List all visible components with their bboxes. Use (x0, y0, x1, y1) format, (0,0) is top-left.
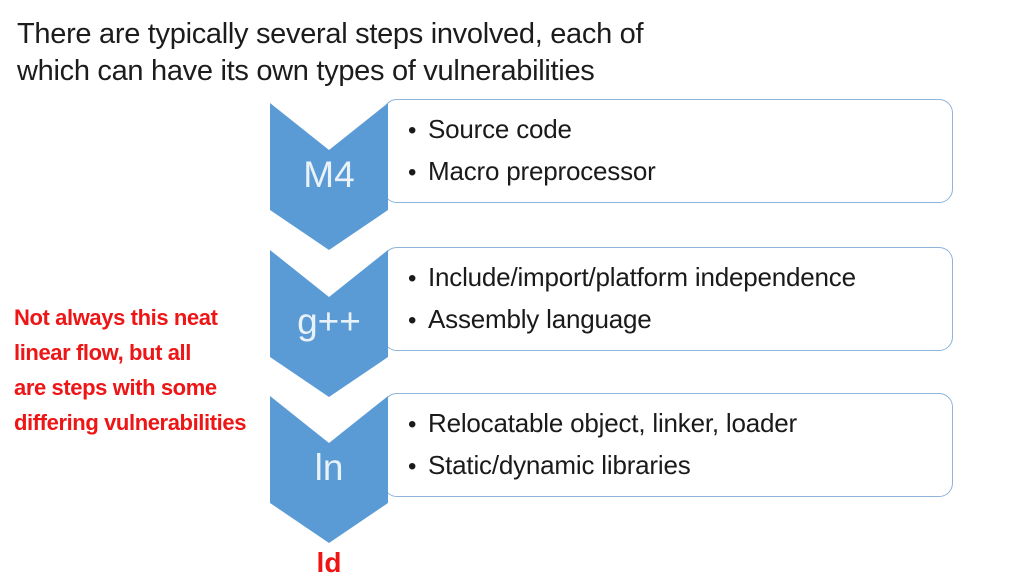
bullet-item: • Macro preprocessor (408, 151, 952, 193)
chevron-label-gpp: g++ (297, 301, 361, 342)
bullet-text: Assembly language (428, 304, 652, 334)
bullet-item: • Source code (408, 109, 952, 151)
slide-title: There are typically several steps involv… (17, 16, 644, 90)
title-line-2: which can have its own types of vulnerab… (17, 55, 595, 87)
note-line-2: linear flow, but all (14, 340, 191, 365)
bullet-icon: • (408, 453, 417, 480)
chevron-step-gpp: g++ (270, 250, 388, 398)
bullet-icon: • (408, 411, 417, 438)
title-line-1: There are typically several steps involv… (17, 18, 644, 50)
note-line-1: Not always this neat (14, 305, 218, 330)
chevron-label-m4: M4 (303, 154, 355, 195)
bullet-item: • Include/import/platform independence (408, 257, 952, 299)
bullet-text: Macro preprocessor (428, 156, 656, 186)
bullet-text: Relocatable object, linker, loader (428, 408, 797, 438)
chevron-down-icon (270, 396, 388, 543)
bullet-item: • Assembly language (408, 299, 952, 341)
chevron-down-icon (270, 103, 388, 250)
bullet-icon: • (408, 307, 417, 334)
note-line-3: are steps with some (14, 375, 217, 400)
bullet-text: Source code (428, 114, 572, 144)
bullet-text: Static/dynamic libraries (428, 450, 691, 480)
bullet-icon: • (408, 159, 417, 186)
step-box-compile: • Include/import/platform independence • A… (383, 247, 953, 351)
step-box-preprocess: • Source code • Macro preprocessor (383, 99, 953, 203)
chevron-label-ln: ln (314, 447, 344, 488)
bullet-text: Include/import/platform independence (428, 262, 856, 292)
final-tool-label-ld: ld (316, 547, 342, 576)
bullet-item: • Static/dynamic libraries (408, 445, 952, 487)
bullet-icon: • (408, 117, 417, 144)
note-line-4: differing vulnerabilities (14, 410, 247, 435)
step-box-link: • Relocatable object, linker, loader • Sta… (383, 393, 953, 497)
chevron-down-icon (270, 250, 388, 397)
chevron-step-ln: ln (270, 396, 388, 544)
bullet-icon: • (408, 265, 417, 292)
chevron-step-m4: M4 (270, 103, 388, 251)
bullet-item: • Relocatable object, linker, loader (408, 403, 952, 445)
side-note: Not always this neat linear flow, but al… (14, 300, 246, 440)
